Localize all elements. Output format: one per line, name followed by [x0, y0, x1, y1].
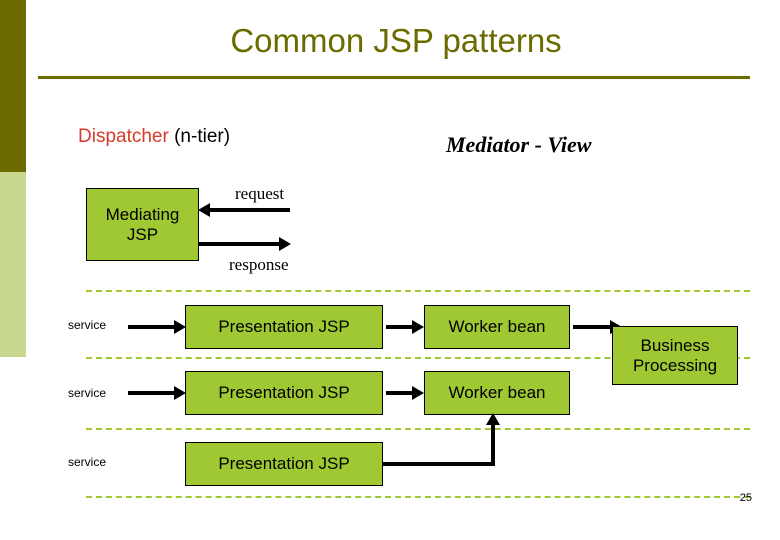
service-label-3: service [68, 455, 107, 469]
left-accent-bar-white [0, 357, 26, 540]
presentation-to-worker-arrow-line-1 [386, 325, 414, 329]
business-processing-line2: Processing [632, 355, 718, 375]
presentation-jsp-box-2: Presentation JSP [185, 371, 383, 415]
dispatcher-heading: Dispatcher (n-tier) [78, 126, 230, 148]
business-processing-box: Business Processing [612, 326, 738, 385]
dashed-separator-3 [86, 428, 750, 430]
dashed-separator-1 [86, 290, 750, 292]
page-title: Common JSP patterns [230, 22, 562, 59]
response-label: response [229, 255, 289, 274]
elbow-arrow-horizontal-segment [383, 462, 495, 466]
service-arrow-head-icon-1 [174, 320, 186, 334]
left-accent-bar-dark [0, 0, 26, 172]
mediator-view-heading: Mediator - View [446, 132, 592, 157]
title-divider [38, 76, 750, 79]
dispatcher-heading-suffix: (n-tier) [168, 126, 231, 147]
worker-to-business-arrow-line [573, 325, 613, 329]
mediating-jsp-line1: Mediating [105, 204, 180, 224]
service-label-1: service [68, 318, 107, 332]
request-arrow-line [210, 208, 290, 212]
worker-bean-box-2: Worker bean [424, 371, 570, 415]
response-arrow-head-icon [279, 237, 291, 251]
dispatcher-heading-keyword: Dispatcher [78, 126, 169, 147]
business-processing-line1: Business [640, 335, 710, 355]
presentation-to-worker-arrow-head-icon-2 [412, 386, 424, 400]
request-label: request [235, 184, 285, 203]
worker-bean-box-1: Worker bean [424, 305, 570, 349]
dashed-separator-2 [86, 357, 750, 359]
presentation-jsp-box-3: Presentation JSP [185, 442, 383, 486]
elbow-arrow-head-icon [486, 413, 500, 425]
request-arrow-head-icon [198, 203, 210, 217]
mediating-jsp-line2: JSP [126, 224, 159, 244]
service-label-2: service [68, 386, 107, 400]
presentation-to-worker-arrow-line-2 [386, 391, 414, 395]
dashed-separator-4 [86, 496, 750, 498]
left-accent-bar-olive [0, 172, 26, 357]
presentation-to-worker-arrow-head-icon-1 [412, 320, 424, 334]
presentation-jsp-box-1: Presentation JSP [185, 305, 383, 349]
elbow-arrow-vertical-segment [491, 424, 495, 466]
service-arrow-head-icon-2 [174, 386, 186, 400]
service-arrow-line-1 [128, 325, 176, 329]
mediating-jsp-box: Mediating JSP [86, 188, 199, 261]
page-number: 25 [739, 492, 752, 504]
service-arrow-line-2 [128, 391, 176, 395]
response-arrow-line [199, 242, 279, 246]
